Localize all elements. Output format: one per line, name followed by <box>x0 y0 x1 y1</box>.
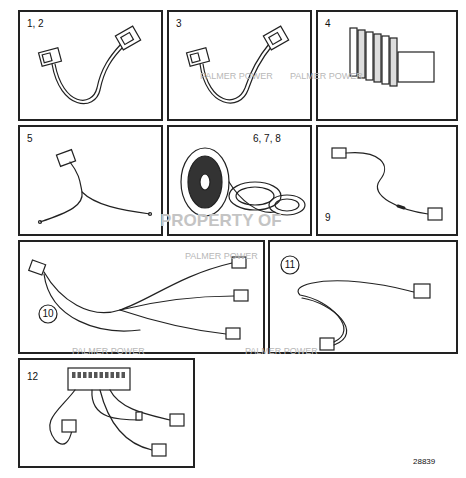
watermark: PROPERTY OF <box>160 212 282 229</box>
watermark: PALMER POWER <box>290 72 363 81</box>
watermark: PALMER POWER <box>72 347 145 356</box>
parts-panel: 12 <box>18 358 195 468</box>
watermark: PALMER POWER <box>200 72 273 81</box>
callout-number: 1, 2 <box>27 19 44 29</box>
callout-number: 5 <box>27 134 33 144</box>
callout-number: 6, 7, 8 <box>253 134 281 144</box>
callout-number: 4 <box>325 19 331 29</box>
figure-number: 28839 <box>413 458 435 466</box>
callout-number: 3 <box>176 19 182 29</box>
parts-panel: 3 <box>167 10 312 121</box>
callout-number: 10 <box>42 309 53 319</box>
parts-panel: 5 <box>18 125 163 236</box>
parts-panel: 9 <box>316 125 458 236</box>
parts-panel: 4 <box>316 10 458 121</box>
watermark: PALMER POWER <box>245 347 318 356</box>
callout-number: 11 <box>285 260 295 270</box>
callout-number: 9 <box>325 213 331 223</box>
parts-panel: 11 <box>268 240 458 354</box>
watermark: PALMER POWER <box>185 252 258 261</box>
callout-number: 12 <box>27 372 38 382</box>
parts-panel: 1, 2 <box>18 10 163 121</box>
